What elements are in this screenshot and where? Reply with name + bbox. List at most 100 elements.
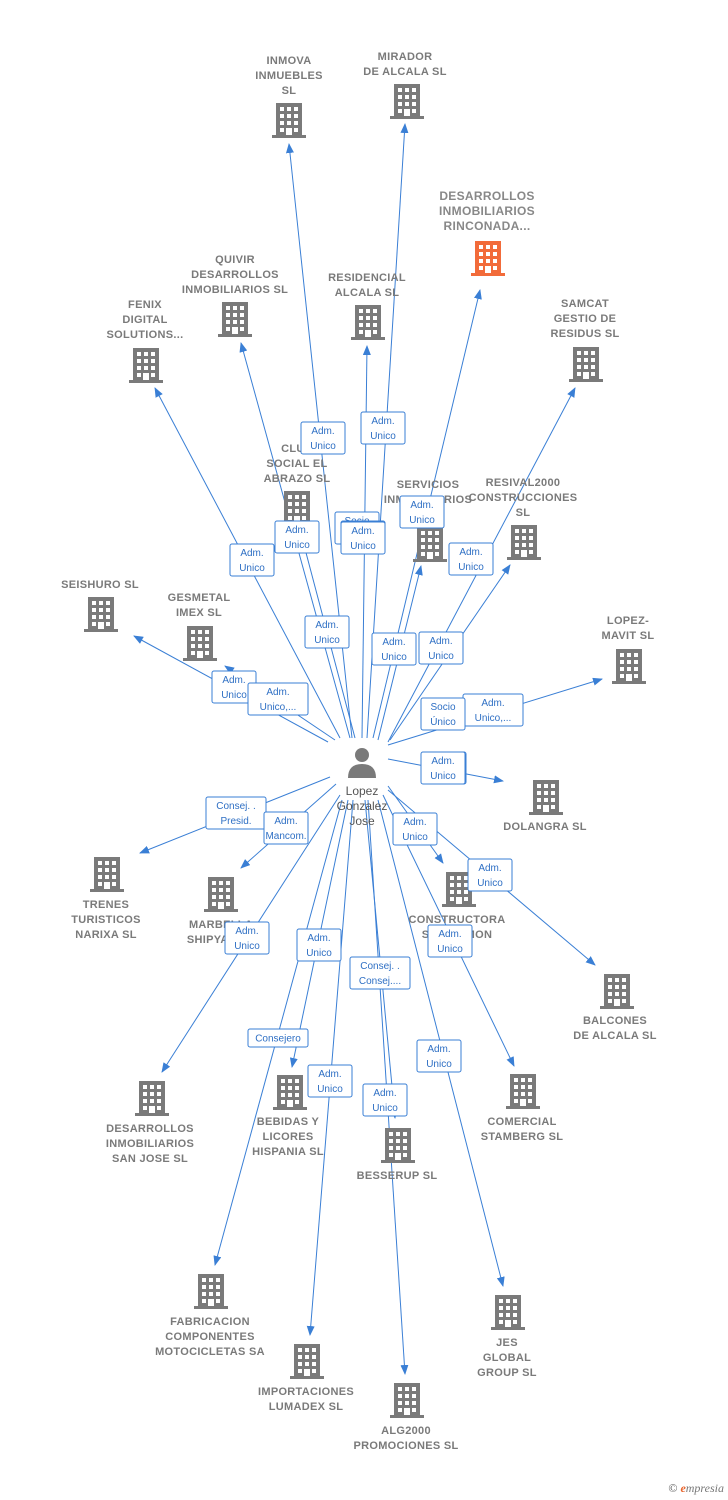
role-label-trenes[interactable]: Consej. .Presid. <box>205 796 267 830</box>
role-label-marbella[interactable]: Adm.Mancom. <box>263 811 309 845</box>
role-text: Unico <box>426 1059 452 1070</box>
role-label-extra-0[interactable]: Adm.Unico <box>399 495 445 529</box>
company-name: GESTIO DE <box>554 313 617 325</box>
role-box-frame <box>399 495 445 529</box>
company-name: DESARROLLOS <box>439 189 534 203</box>
company-node-besserup[interactable]: BESSERUP SL <box>357 1128 438 1182</box>
role-label-club[interactable]: Adm.Unico <box>304 615 350 649</box>
copyright-icon: © <box>668 1481 678 1495</box>
company-node-rinconada[interactable]: DESARROLLOSINMOBILIARIOSRINCONADA... <box>439 189 535 276</box>
company-name: SAMCAT <box>561 298 609 310</box>
role-box-frame <box>300 421 346 455</box>
role-label-jes[interactable]: Adm.Unico <box>416 1039 462 1073</box>
role-label-desarrollossanjose[interactable]: Adm.Unico <box>224 921 270 955</box>
company-node-lopezmavit[interactable]: LOPEZ-MAVIT SL <box>602 615 655 684</box>
role-label-besserup[interactable]: Adm.Unico <box>362 1083 408 1117</box>
company-node-dolangra[interactable]: DOLANGRA SL <box>503 780 587 833</box>
role-text: Consej.... <box>359 976 401 987</box>
role-box-frame <box>340 521 386 555</box>
building-icon <box>491 1295 525 1330</box>
company-name: ALG2000 <box>381 1425 431 1437</box>
building-icon <box>135 1081 169 1116</box>
company-node-seishuro[interactable]: SEISHURO SL <box>61 579 139 632</box>
role-label-stamberg[interactable]: Adm.Unico <box>427 924 473 958</box>
company-name: DE ALCALA SL <box>573 1030 656 1042</box>
company-node-fenix[interactable]: FENIXDIGITALSOLUTIONS... <box>107 299 184 383</box>
role-label-gesmetal[interactable]: Adm.Unico,... <box>247 682 309 716</box>
role-label-constructora[interactable]: Adm.Unico <box>392 812 438 846</box>
role-text: Adm. <box>307 933 330 944</box>
role-text: Unico <box>306 948 332 959</box>
building-icon <box>471 241 505 276</box>
company-name: SEISHURO SL <box>61 579 139 591</box>
building-icon <box>84 597 118 632</box>
role-label-samcat[interactable]: Adm.Unico <box>418 631 464 665</box>
role-label-importaciones[interactable]: Adm.Unico <box>307 1064 353 1098</box>
role-text: Adm. <box>481 698 504 709</box>
role-label-resival[interactable]: Adm. Unico <box>448 542 494 576</box>
company-name: DESARROLLOS <box>191 269 279 281</box>
company-name: FABRICACION <box>170 1316 250 1328</box>
company-name: GLOBAL <box>483 1352 531 1364</box>
role-label-fabricacion[interactable]: Consejero <box>247 1028 309 1048</box>
role-box-frame <box>420 697 466 731</box>
company-name: SAN JOSE SL <box>112 1153 188 1165</box>
company-name: MOTOCICLETAS SA <box>155 1346 265 1358</box>
company-name: INMOBILIARIOS <box>106 1138 194 1150</box>
role-label-lopezmavit[interactable]: Adm. Unico,... <box>462 693 524 727</box>
role-text: Adm. <box>410 500 433 511</box>
company-name: LOPEZ- <box>607 615 649 627</box>
company-name: CONSTRUCCIONES <box>469 492 578 504</box>
role-text: Adm. <box>274 816 297 827</box>
role-box-frame <box>224 921 270 955</box>
role-text: Unico <box>458 562 484 573</box>
company-node-fabricacion[interactable]: FABRICACION COMPONENTES MOTOCICLETAS SA <box>155 1274 265 1358</box>
company-name: CONSTRUCTORA <box>409 914 506 926</box>
role-box-frame <box>274 520 320 554</box>
company-name: COMPONENTES <box>165 1331 254 1343</box>
role-text: Adm. <box>315 620 338 631</box>
role-label-inmova[interactable]: Adm.Unico <box>300 421 346 455</box>
brand-watermark: ©empresia <box>668 1481 724 1496</box>
role-label-extra-1[interactable]: Adm.Unico <box>340 521 386 555</box>
company-name: COMERCIAL <box>487 1116 556 1128</box>
company-name: ALCALA SL <box>335 287 400 299</box>
role-label-bebidas[interactable]: Adm. Unico <box>296 928 342 962</box>
building-icon <box>381 1128 415 1163</box>
role-label-fenix[interactable]: Adm.Unico <box>229 543 275 577</box>
role-label-servicios[interactable]: Adm.Unico <box>371 632 417 666</box>
role-label-extra-3[interactable]: Adm.Unico <box>420 751 466 785</box>
role-text: Unico,... <box>475 713 512 724</box>
role-label-alg2000[interactable]: Consej. .Consej.... <box>349 956 411 990</box>
role-label-balcones[interactable]: Adm.Unico <box>467 858 513 892</box>
role-text: Unico <box>372 1103 398 1114</box>
role-text: Unico <box>477 878 503 889</box>
role-label-quivir[interactable]: Adm.Unico <box>274 520 320 554</box>
role-text: Unico <box>428 651 454 662</box>
role-text: Adm. <box>459 547 482 558</box>
company-name: GROUP SL <box>477 1367 537 1379</box>
role-label-mirador[interactable]: Adm.Unico <box>360 411 406 445</box>
company-name: INMOBILIARIOS <box>439 204 535 218</box>
company-name: SOCIAL EL <box>266 458 327 470</box>
building-icon <box>218 302 252 337</box>
company-name: IMPORTACIONES <box>258 1386 354 1398</box>
